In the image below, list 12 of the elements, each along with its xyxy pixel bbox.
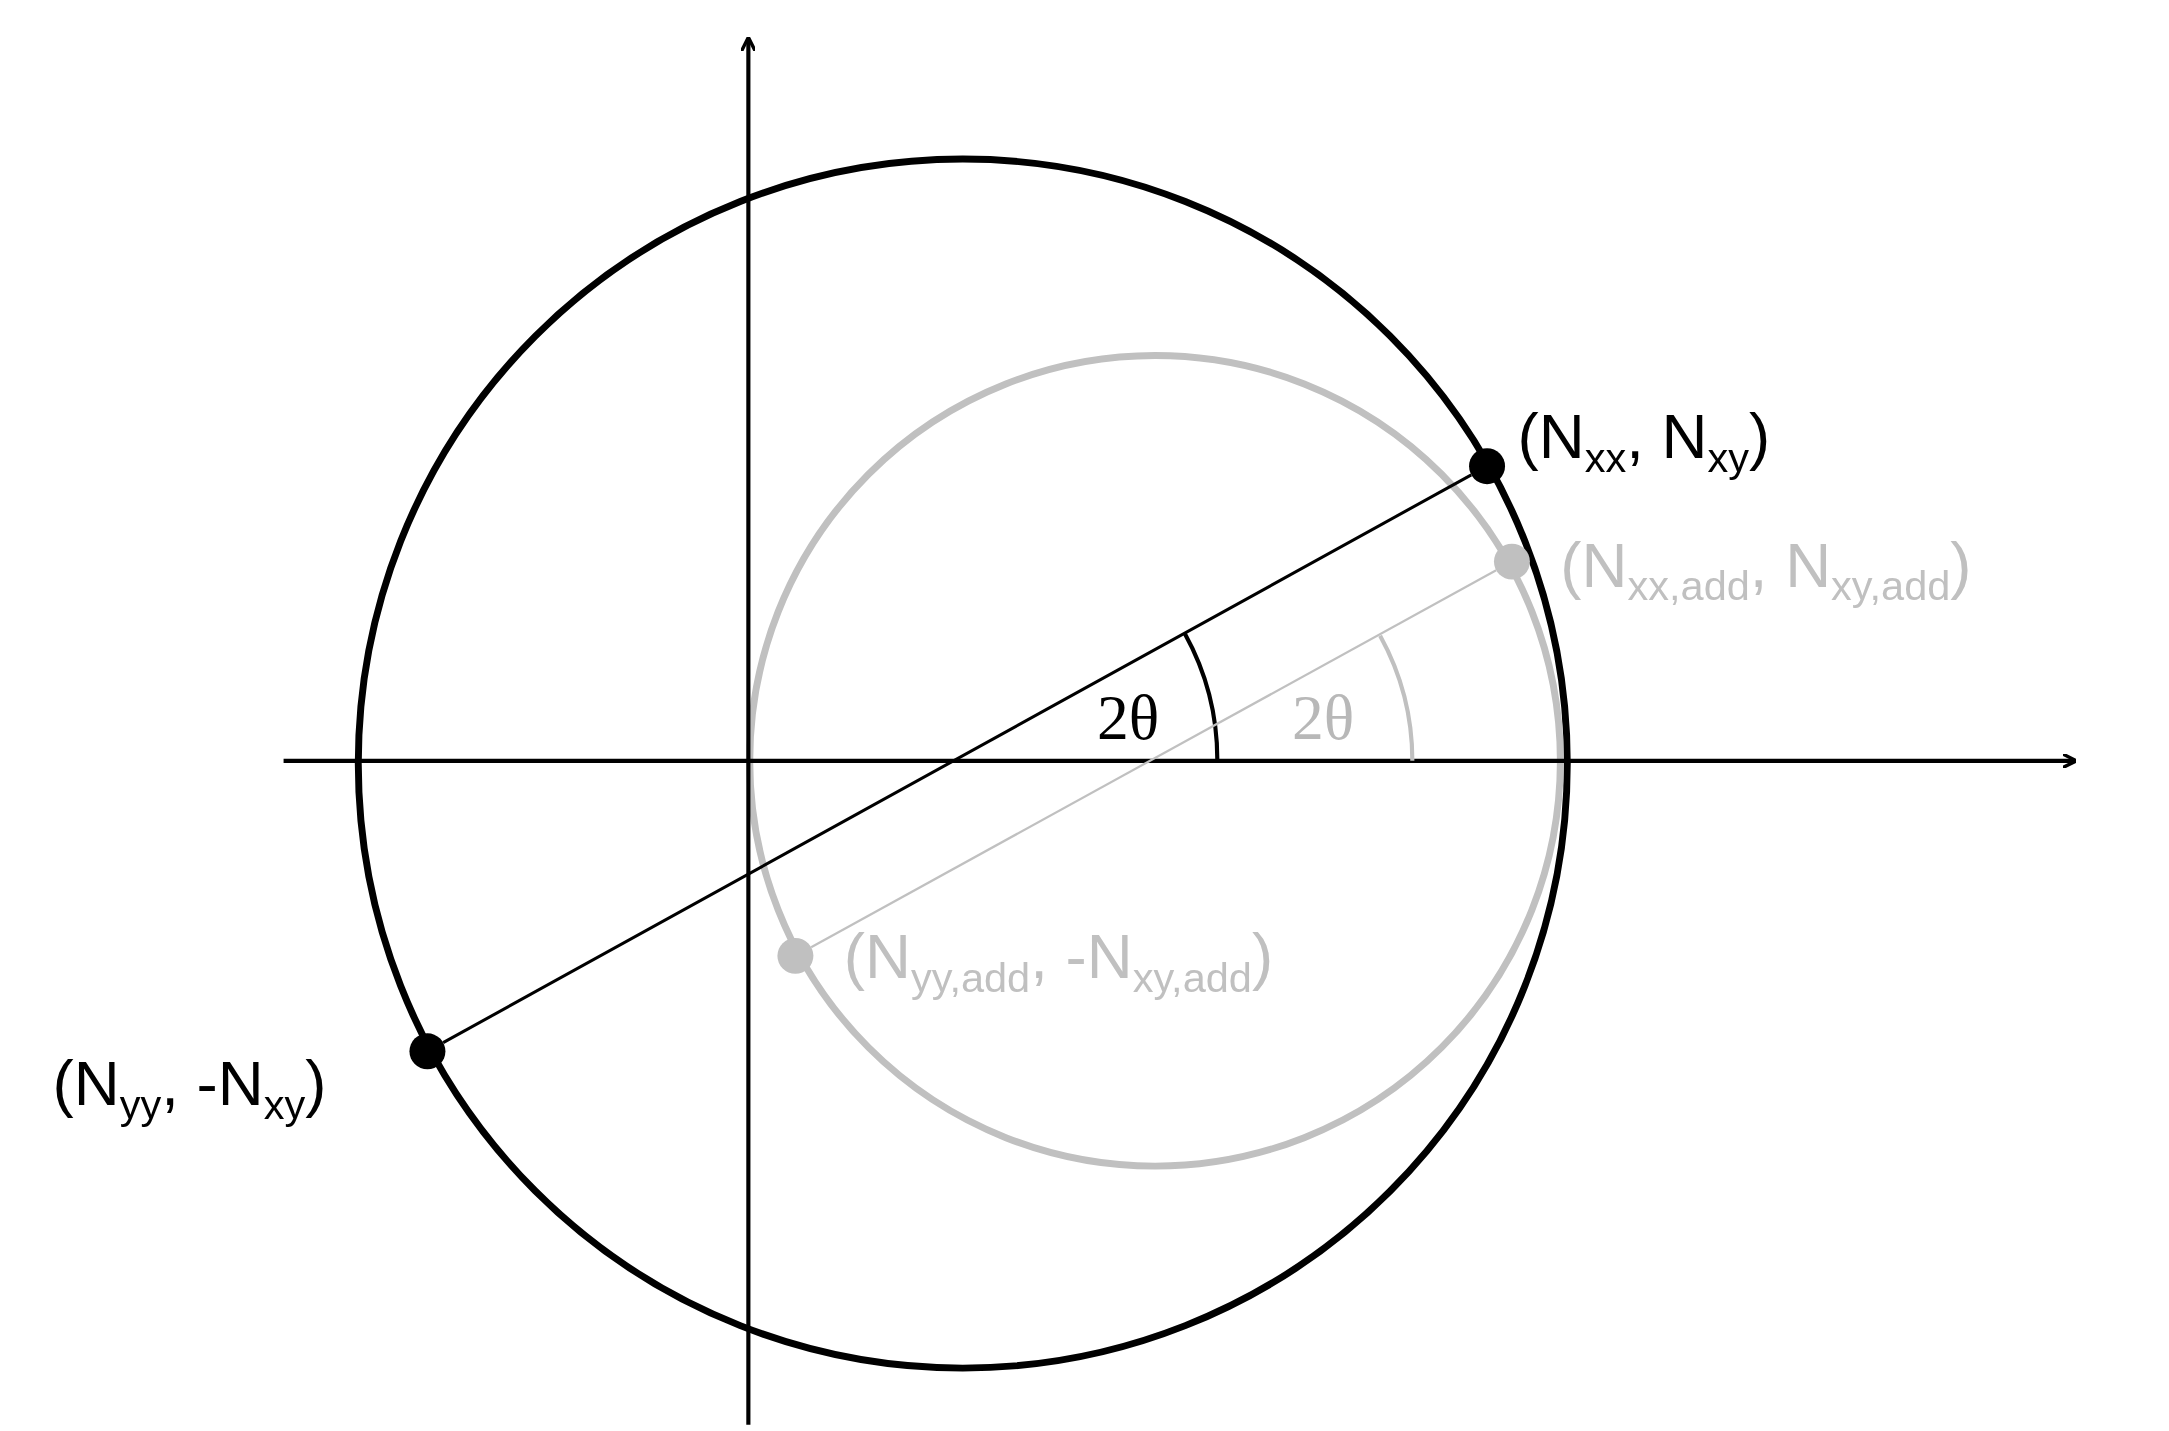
point-label: (N$_{xx}$, N$_{xy}$) (1517, 403, 1771, 479)
angle-label: 2θ (1096, 686, 1160, 750)
point-label: (N$_{yy}$, -N$_{xy}$) (52, 1051, 327, 1126)
point-dot (777, 937, 814, 974)
point-label: (N$_{yy,add}$, -N$_{xy,add}$) (843, 924, 1274, 999)
point-dot (1493, 543, 1530, 580)
diameter-line (442, 473, 1473, 1044)
angle-label: 2θ (1292, 686, 1355, 750)
point-dot (1469, 448, 1506, 485)
point-dot (409, 1033, 446, 1070)
point-label: (N$_{xx,add}$, N$_{xy,add}$) (1560, 532, 1972, 608)
diameter-line (810, 569, 1497, 949)
